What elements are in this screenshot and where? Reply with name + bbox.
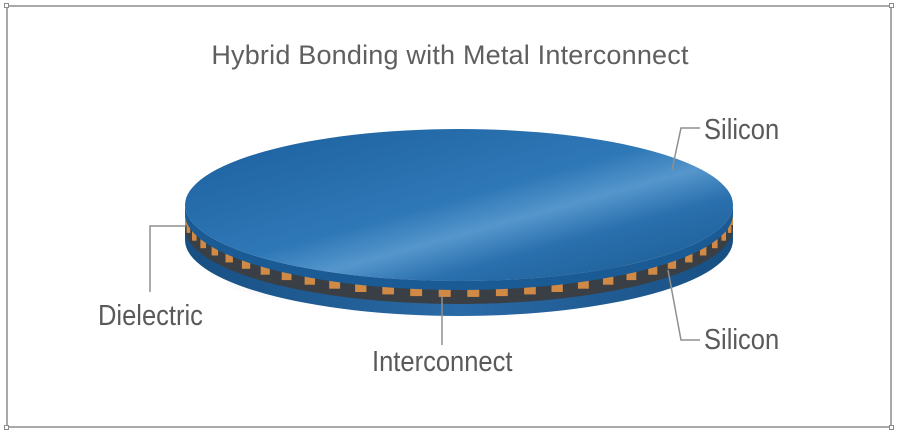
interconnect-pad [304, 274, 315, 285]
leader-line-silicon-bottom [667, 269, 700, 341]
frame-corner-bottom-left [4, 425, 9, 430]
interconnect-pad [225, 252, 233, 263]
interconnect-pad [524, 284, 536, 295]
interconnect-pad [260, 264, 270, 275]
interconnect-pad [721, 230, 726, 241]
interconnect-pad [712, 238, 718, 249]
interconnect-pad [186, 222, 191, 233]
interconnect-pad [727, 222, 732, 233]
interconnect-pad [495, 286, 508, 297]
interconnect-pads [185, 215, 733, 297]
leader-line-silicon-top [671, 127, 700, 171]
interconnect-pad [185, 215, 187, 225]
interconnect-pad [731, 215, 733, 225]
interconnect-pad [241, 258, 251, 269]
diagram-title: Hybrid Bonding with Metal Interconnect [211, 40, 689, 70]
interconnect-pad [281, 270, 292, 281]
interconnect-pad [329, 278, 341, 289]
interconnect-pad [603, 274, 614, 285]
frame-corner-bottom-right [889, 425, 894, 430]
label-silicon-top: Silicon [704, 114, 780, 146]
interconnect-pad [648, 264, 658, 275]
interconnect-pad [577, 278, 589, 289]
interconnect-pad [667, 258, 677, 269]
interconnect-pad [551, 282, 563, 292]
label-dielectric: Dielectric [98, 300, 203, 332]
label-silicon-bottom: Silicon [704, 324, 780, 356]
interconnect-pad [382, 284, 394, 295]
interconnect-pad [467, 286, 480, 297]
label-interconnect: Interconnect [372, 346, 513, 378]
interconnect-pad [685, 252, 693, 263]
frame-corner-top-right [889, 3, 894, 8]
interconnect-pad [438, 286, 451, 297]
interconnect-pad [699, 245, 707, 256]
leader-line-dielectric [149, 225, 186, 292]
dielectric-band [185, 213, 733, 304]
interconnect-pad [200, 238, 206, 249]
interconnect-pad [355, 282, 367, 292]
interconnect-pad [211, 245, 219, 256]
interconnect-pad [410, 286, 423, 297]
top-silicon-surface [185, 129, 733, 281]
frame-corner-top-left [4, 3, 9, 8]
interconnect-pad [192, 230, 197, 241]
interconnect-pad [626, 270, 637, 281]
